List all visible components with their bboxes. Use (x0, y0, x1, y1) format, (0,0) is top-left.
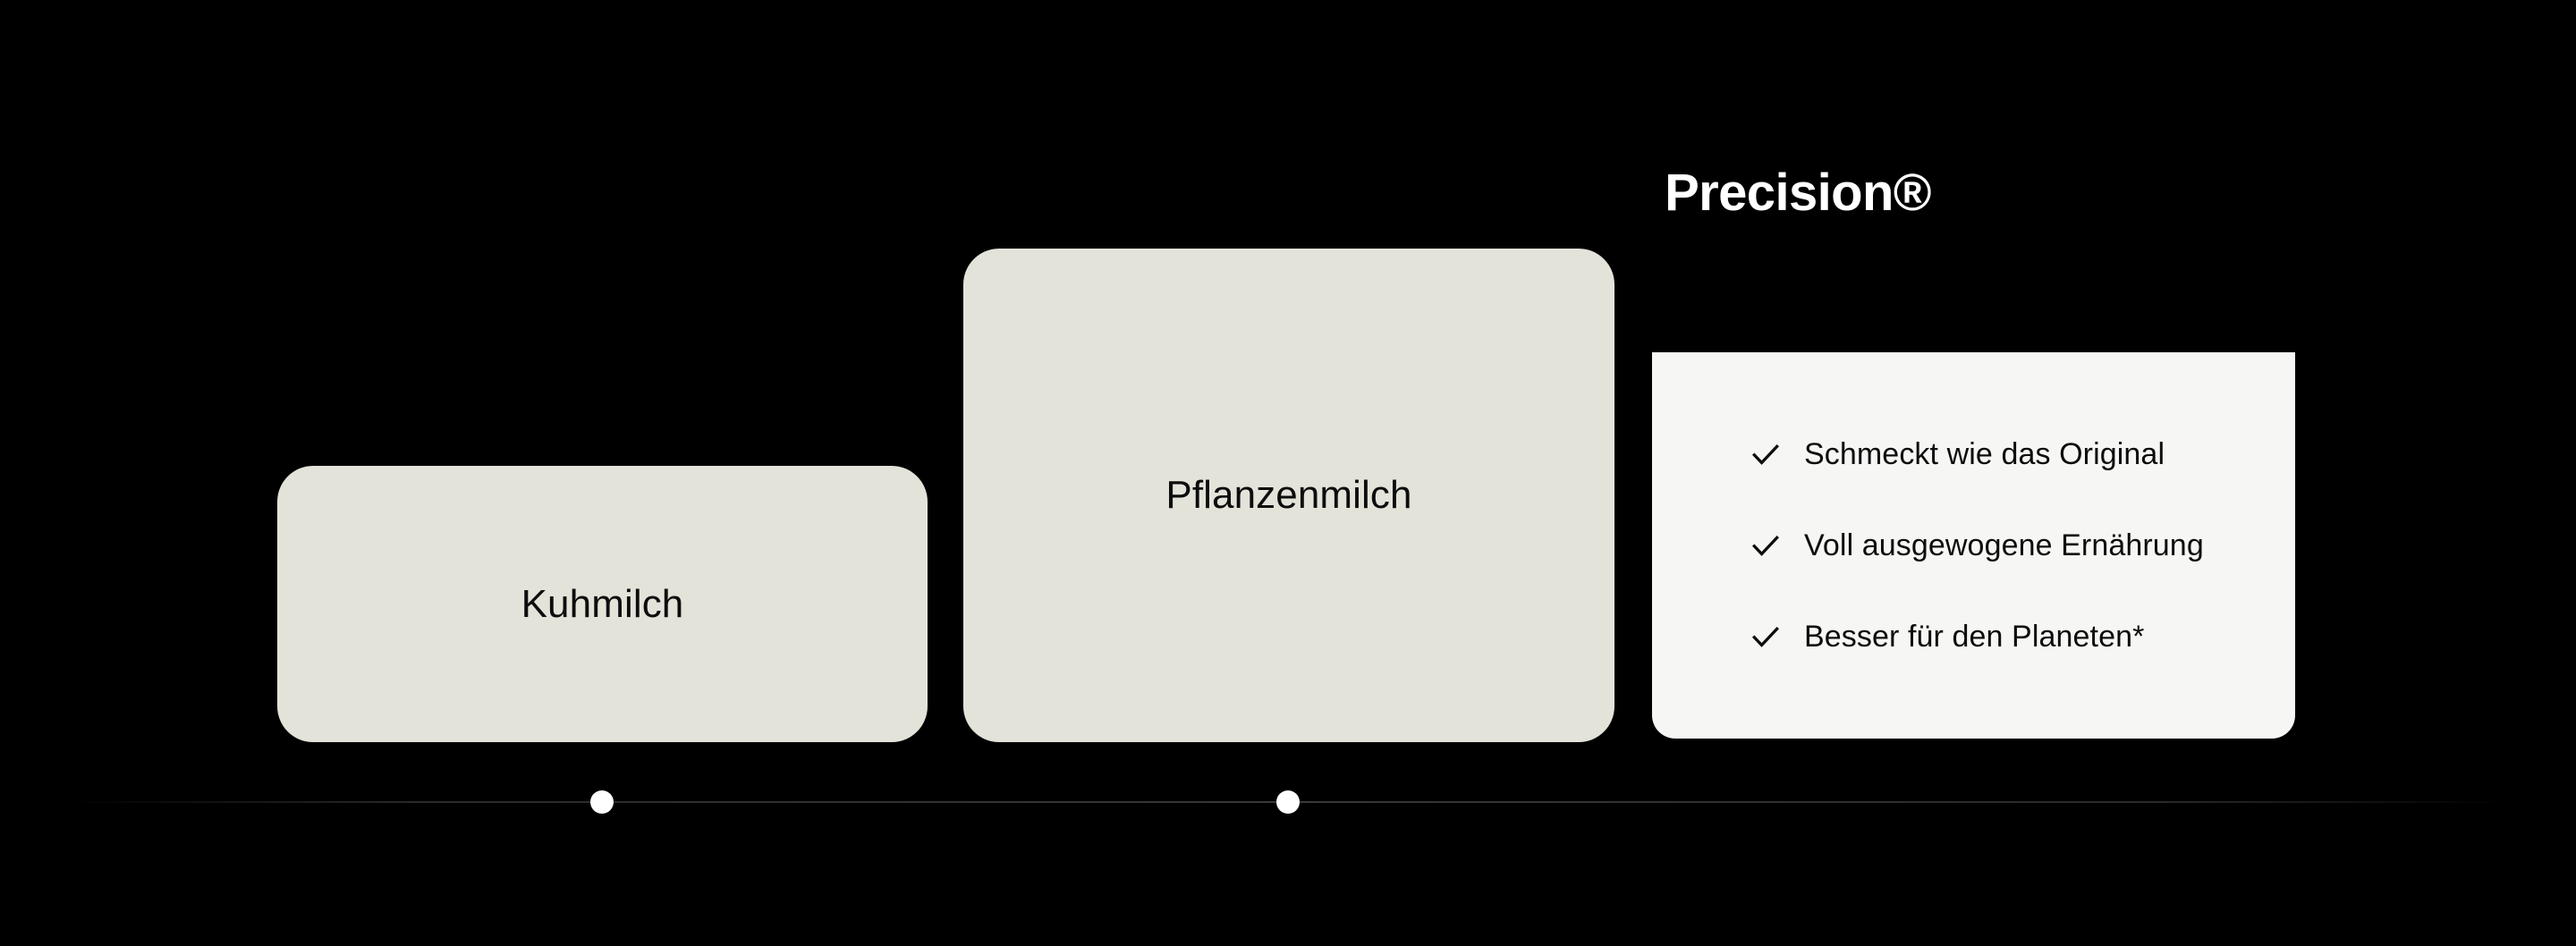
bar-plant-milk[interactable]: Pflanzenmilch (963, 249, 1614, 742)
precision-brand-title: Precision® (1665, 164, 1931, 222)
precision-feature-card[interactable]: Schmeckt wie das Original Voll ausgewoge… (1652, 352, 2295, 739)
check-icon (1749, 620, 1783, 654)
feature-label: Schmeckt wie das Original (1804, 436, 2165, 471)
bar-cow-milk[interactable]: Kuhmilch (277, 466, 928, 742)
list-item: Voll ausgewogene Ernährung (1749, 528, 2295, 563)
list-item: Schmeckt wie das Original (1749, 437, 2295, 472)
axis-marker-dot-cow-milk (590, 790, 614, 814)
feature-list: Schmeckt wie das Original Voll ausgewoge… (1749, 437, 2295, 655)
feature-label: Voll ausgewogene Ernährung (1804, 528, 2204, 562)
list-item: Besser für den Planeten* (1749, 620, 2295, 655)
bar-plant-milk-label: Pflanzenmilch (1165, 473, 1412, 517)
bar-cow-milk-label: Kuhmilch (521, 581, 684, 626)
check-icon (1749, 437, 1783, 471)
axis-marker-dot-plant-milk (1276, 790, 1300, 814)
check-icon (1749, 528, 1783, 562)
feature-label: Besser für den Planeten* (1804, 619, 2145, 654)
